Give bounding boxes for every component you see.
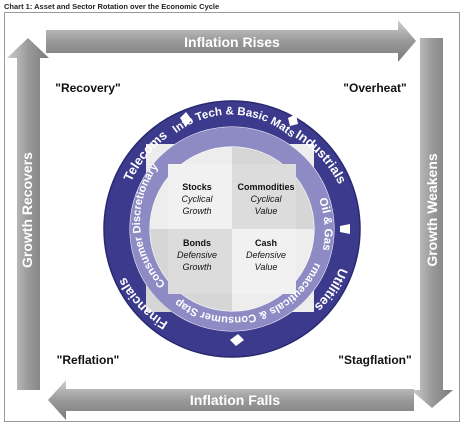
phase-reflation: "Reflation": [57, 353, 120, 367]
growth-recovers-label: Growth Recovers: [19, 152, 35, 268]
chart-caption: Chart 1: Asset and Sector Rotation over …: [4, 2, 220, 11]
growth-recovers-arrow: [7, 38, 49, 390]
chevron-bottom: [230, 334, 244, 346]
phase-overheat: "Overheat": [343, 81, 406, 95]
ring-chevrons: [180, 112, 350, 346]
phase-stagflation: "Stagflation": [338, 353, 411, 367]
chevron-top-right: [288, 114, 298, 126]
chevron-right: [340, 224, 350, 234]
commodities-title: Commodities: [237, 182, 294, 192]
stocks-line2: Growth: [182, 206, 211, 216]
bonds-title: Bonds: [183, 238, 211, 248]
phase-recovery: "Recovery": [55, 81, 120, 95]
commodities-line2: Value: [255, 206, 278, 216]
inflation-rises-arrow: [46, 20, 416, 62]
cash-line1: Defensive: [246, 250, 286, 260]
growth-weakens-arrow: [411, 38, 453, 408]
bonds-line1: Defensive: [177, 250, 217, 260]
chevron-top-left: [180, 112, 192, 126]
cash-title: Cash: [255, 238, 277, 248]
inflation-falls-label: Inflation Falls: [190, 392, 280, 408]
growth-weakens-label: Growth Weakens: [424, 153, 440, 267]
stocks-title: Stocks: [182, 182, 212, 192]
core-square: [168, 164, 296, 294]
commodities-line1: Cyclical: [250, 194, 282, 204]
inflation-falls-arrow: [48, 380, 414, 420]
bonds-line2: Growth: [182, 262, 211, 272]
stocks-line1: Cyclical: [181, 194, 213, 204]
cash-line2: Value: [255, 262, 278, 272]
outer-ring-border: [103, 100, 361, 358]
inflation-rises-label: Inflation Rises: [184, 34, 280, 50]
diagram-frame: [4, 12, 460, 422]
